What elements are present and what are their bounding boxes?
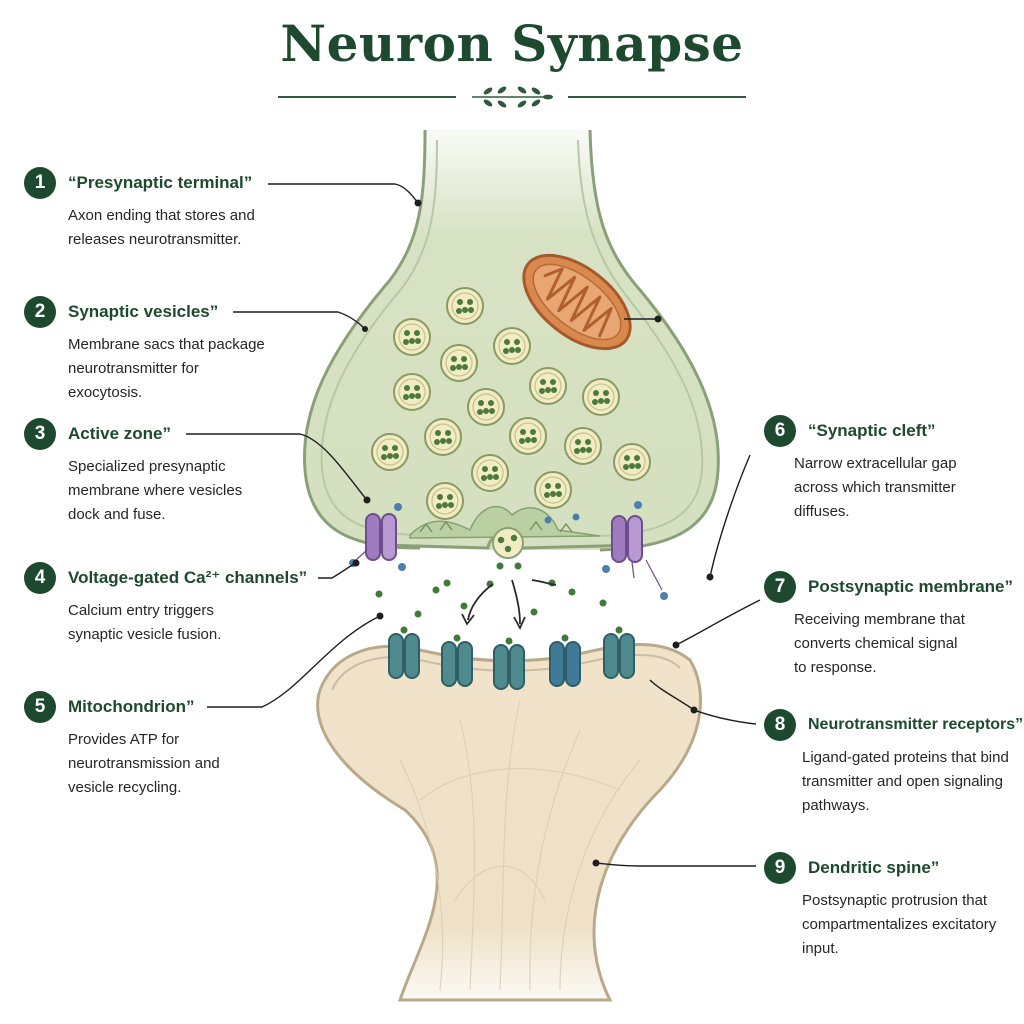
callout-mitochondrion: 5 Mitochondrion” Provides ATP for neurot…	[24, 690, 274, 800]
callout-label: Postsynaptic membrane”	[808, 577, 1014, 596]
receptor	[388, 626, 420, 679]
fusing-vesicle	[492, 527, 524, 559]
dendritic-spine	[316, 643, 703, 1002]
callout-active-zone: 3 Active zone” Specialized presynaptic m…	[24, 417, 274, 527]
callout-description: Narrow extracellular gap across which tr…	[794, 455, 957, 520]
callout-calcium-channels: 4 Voltage-gated Ca²⁺ channels” Calcium e…	[24, 561, 307, 647]
callout-description: Postsynaptic protrusion that compartment…	[802, 892, 997, 957]
callout-number: 3	[24, 418, 56, 450]
vesicle	[471, 454, 509, 492]
calcium-channel-right	[611, 515, 643, 563]
leader-dots	[352, 199, 714, 867]
callout-label: Dendritic spine”	[808, 858, 940, 877]
callout-number: 6	[764, 415, 796, 447]
leaf-ornament-icon	[472, 86, 553, 108]
callout-description: Ligand-gated proteins that bind transmit…	[802, 749, 1009, 814]
vesicle	[529, 367, 567, 405]
callout-number: 5	[24, 691, 56, 723]
vesicle	[393, 318, 431, 356]
neurotransmitter-molecules	[375, 562, 607, 618]
callout-number: 1	[24, 167, 56, 199]
callout-description: Specialized presynaptic membrane where v…	[68, 458, 243, 523]
vesicle	[393, 373, 431, 411]
callout-description: Calcium entry triggers synaptic vesicle …	[68, 602, 222, 643]
receptor	[441, 634, 473, 687]
vesicle	[582, 378, 620, 416]
receptor	[549, 634, 581, 687]
diffusion-arrows	[461, 579, 557, 631]
vesicle	[440, 344, 478, 382]
callout-number: 2	[24, 296, 56, 328]
receptor	[603, 626, 635, 679]
callout-description: Membrane sacs that package neurotransmit…	[68, 336, 265, 401]
calcium-channel-left	[365, 513, 397, 561]
callout-label: Synaptic vesicles”	[68, 302, 219, 321]
vesicle	[446, 287, 484, 325]
vesicle	[564, 427, 602, 465]
vesicle	[509, 417, 547, 455]
callout-label: “Presynaptic terminal”	[68, 173, 253, 192]
title-rule-left	[278, 96, 456, 98]
callout-neurotransmitter-receptors: 8 Neurotransmitter receptors” Ligand-gat…	[764, 708, 1023, 818]
callout-description: Axon ending that stores and releases neu…	[68, 207, 255, 248]
callout-synaptic-cleft: 6 “Synaptic cleft” Narrow extracellular …	[764, 414, 1014, 524]
callout-label: “Synaptic cleft”	[808, 421, 936, 440]
callout-description: Receiving membrane that converts chemica…	[794, 611, 965, 676]
callout-number: 8	[764, 709, 796, 741]
page-title: Neuron Synapse	[280, 14, 744, 73]
vesicle	[467, 388, 505, 426]
callout-description: Provides ATP for neurotransmission and v…	[68, 731, 220, 796]
spine-fibers	[399, 699, 641, 991]
callout-postsynaptic-membrane: 7 Postsynaptic membrane” Receiving membr…	[764, 570, 1014, 680]
callout-label: Mitochondrion”	[68, 697, 195, 716]
callout-number: 7	[764, 571, 796, 603]
vesicle	[426, 482, 464, 520]
callout-label: Neurotransmitter receptors”	[808, 716, 1024, 733]
title-rule-right	[568, 96, 746, 98]
vesicle	[534, 471, 572, 509]
vesicle	[424, 418, 462, 456]
mitochondrion	[522, 253, 632, 351]
synaptic-vesicles	[371, 287, 651, 520]
neurotransmitter-receptors	[388, 626, 635, 690]
vesicle	[613, 443, 651, 481]
callout-label: Voltage-gated Ca²⁺ channels”	[68, 568, 308, 587]
ion-trails	[355, 549, 663, 591]
callout-dendritic-spine: 9 Dendritic spine” Postsynaptic protrusi…	[764, 851, 1014, 961]
callout-label: Active zone”	[68, 424, 171, 443]
callout-number: 9	[764, 852, 796, 884]
vesicle	[371, 433, 409, 471]
callout-presynaptic-terminal: 1 “Presynaptic terminal” Axon ending tha…	[24, 166, 274, 252]
receptor	[493, 637, 525, 690]
callout-synaptic-vesicles: 2 Synaptic vesicles” Membrane sacs that …	[24, 295, 274, 405]
callout-number: 4	[24, 562, 56, 594]
vesicle	[493, 327, 531, 365]
